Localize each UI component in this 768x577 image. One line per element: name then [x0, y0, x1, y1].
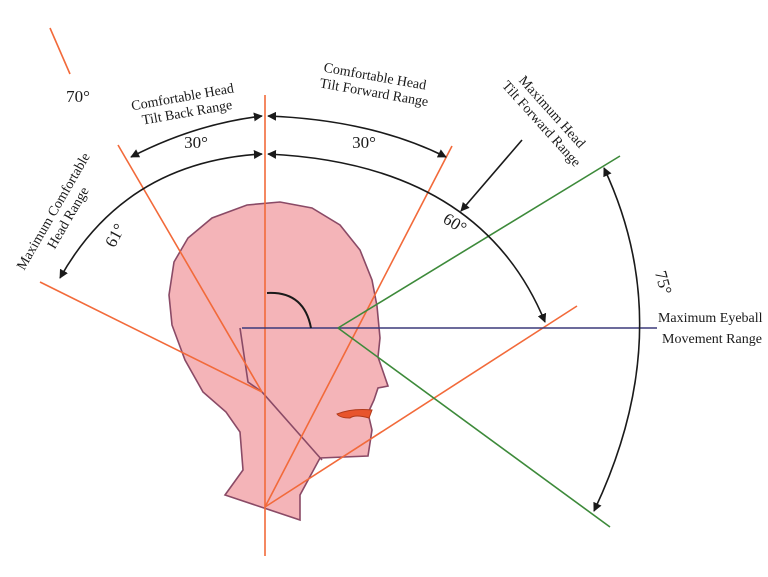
eyeball-upper-line: [337, 155, 621, 329]
mouth-icon: [336, 409, 373, 419]
forward-30-degree: 30°: [352, 133, 376, 152]
back-61-degree: 61°: [101, 220, 129, 250]
forward-60-degree: 60°: [440, 209, 470, 238]
head-silhouette: [168, 201, 390, 522]
eyeball-range-arrow: [593, 167, 641, 512]
tilt-forward-60-line: [264, 305, 578, 508]
max-eyeball-label: Maximum Eyeball Movement Range: [658, 311, 766, 347]
tilt-back-70-line: [49, 27, 71, 75]
eyeball-75-degree: 75°: [651, 269, 676, 297]
max-forward-pointer-arrow: [460, 139, 523, 212]
tilt-back-61-line: [39, 281, 263, 393]
eyeball-lower-line: [337, 327, 611, 528]
comfortable-forward-arrow: [267, 111, 447, 158]
top-70-degree: 70°: [66, 87, 90, 106]
back-30-degree: 30°: [184, 133, 208, 152]
max-comfortable-back-arrow: [59, 149, 263, 279]
max-forward-arrow: [267, 149, 547, 323]
max-comfortable-head-label: Maximum Comfortable Head Range: [14, 148, 109, 281]
face-jaw-outline: [239, 327, 323, 461]
comfortable-tilt-forward-label: Comfortable Head Tilt Forward Range: [318, 61, 432, 111]
max-tilt-forward-label: Maximum Head Tilt Forward Range: [498, 68, 595, 170]
